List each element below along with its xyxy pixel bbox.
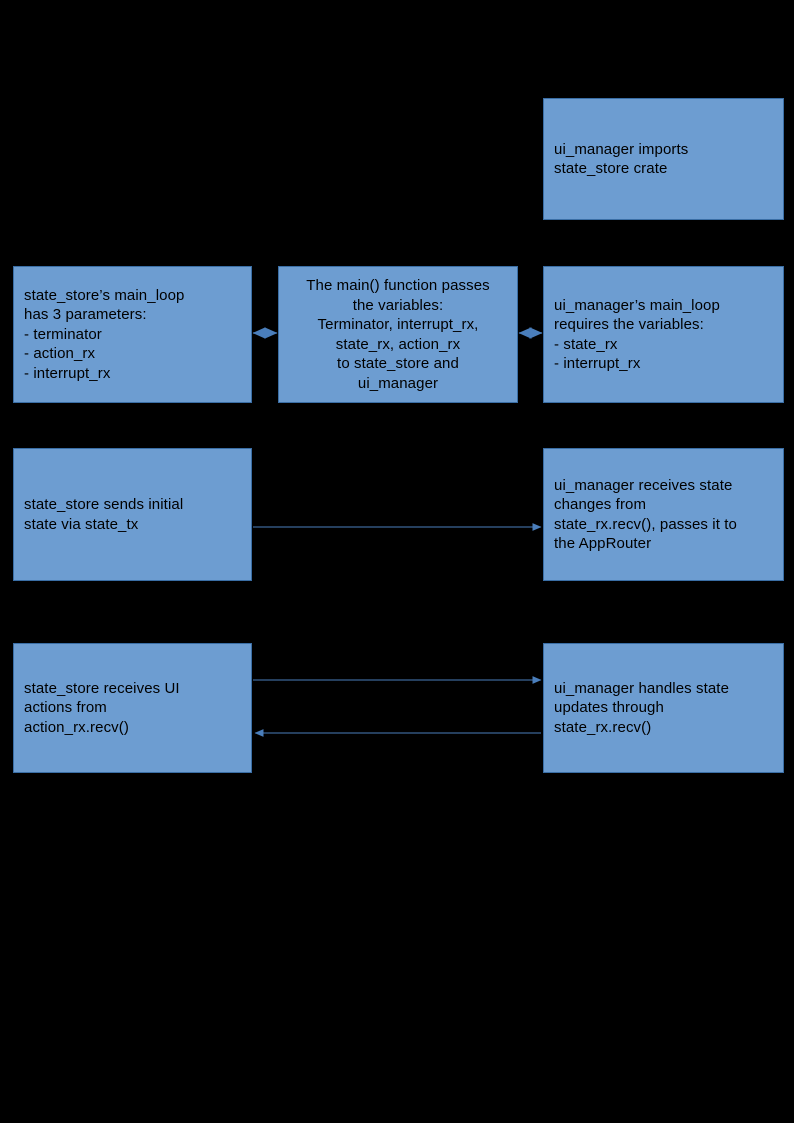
node-label: state_store sends initial state via stat… [24, 496, 184, 533]
node-label: state_store receives UI actions from act… [24, 679, 180, 736]
node-state-store-main-loop[interactable]: state_store’s main_loop has 3 parameters… [13, 266, 252, 403]
node-ui-manager-main-loop[interactable]: ui_manager’s main_loop requires the vari… [543, 266, 784, 403]
node-label: The main() function passes the variables… [306, 277, 490, 392]
node-label: ui_manager handles state updates through… [554, 679, 730, 736]
node-state-store-sends-initial[interactable]: state_store sends initial state via stat… [13, 448, 252, 581]
node-label: ui_manager receives state changes from s… [554, 476, 737, 553]
node-main-function-passes[interactable]: The main() function passes the variables… [278, 266, 518, 403]
node-ui-manager-receives-state[interactable]: ui_manager receives state changes from s… [543, 448, 784, 581]
node-label: ui_manager’s main_loop requires the vari… [554, 296, 720, 373]
node-ui-manager-handles-state[interactable]: ui_manager handles state updates through… [543, 643, 784, 773]
node-state-store-receives-ui[interactable]: state_store receives UI actions from act… [13, 643, 252, 773]
node-label: ui_manager imports state_store crate [554, 140, 689, 178]
node-ui-manager-imports[interactable]: ui_manager imports state_store crate [543, 98, 784, 220]
node-label: state_store’s main_loop has 3 parameters… [24, 286, 185, 382]
